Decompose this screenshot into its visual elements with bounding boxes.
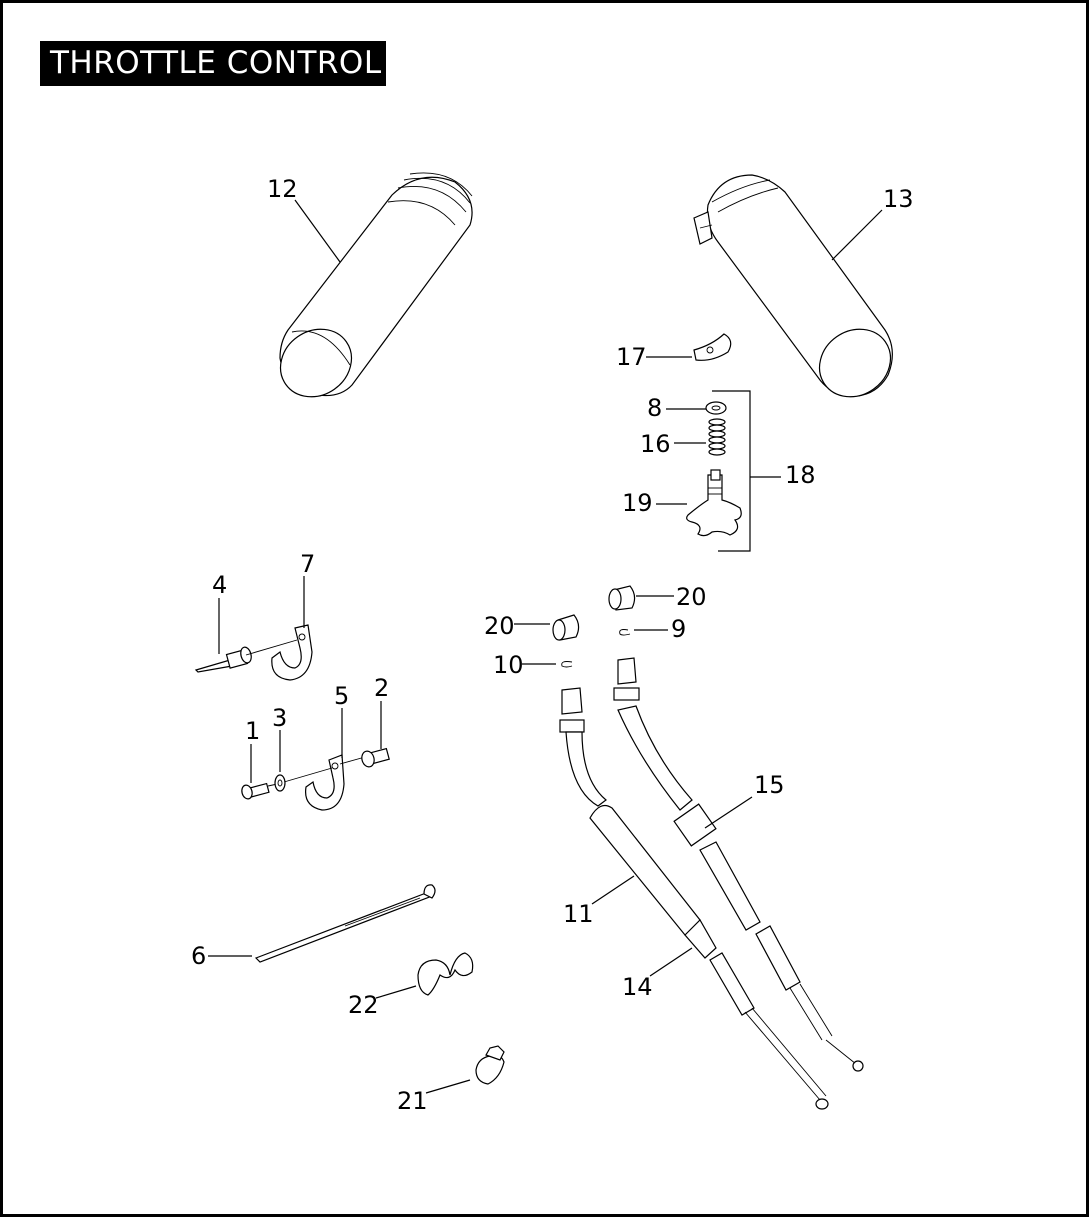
- callout-17: 17: [616, 343, 647, 371]
- cable-cap-right-part: [608, 585, 636, 611]
- throttle-cable-part: [613, 657, 864, 1072]
- adjuster-knob-part: [686, 469, 742, 537]
- callout-12: 12: [267, 175, 298, 203]
- callout-20-left: 20: [484, 612, 515, 640]
- cable-cap-left-part: [552, 614, 580, 641]
- callout-21: 21: [397, 1087, 428, 1115]
- spring-part: [708, 418, 726, 456]
- callout-9: 9: [671, 615, 686, 643]
- callout-22: 22: [348, 991, 379, 1019]
- title-banner: THROTTLE CONTROL: [40, 41, 386, 86]
- callout-15: 15: [754, 771, 785, 799]
- callout-7: 7: [300, 550, 315, 578]
- callout-3: 3: [272, 704, 287, 732]
- callout-8: 8: [647, 394, 662, 422]
- clip-10-part: [561, 661, 573, 668]
- callout-6: 6: [191, 942, 206, 970]
- callout-5: 5: [334, 682, 349, 710]
- double-clip-part: [417, 952, 474, 996]
- cable-clip-lower-part: [283, 754, 366, 811]
- lock-washer-part: [274, 774, 286, 792]
- callout-20-right: 20: [676, 583, 707, 611]
- washer-part: [705, 401, 727, 415]
- rivet-part: [194, 639, 298, 673]
- callout-13: 13: [883, 185, 914, 213]
- idle-cable-part: [559, 687, 829, 1110]
- callout-1: 1: [245, 717, 260, 745]
- ferrule-part: [693, 333, 732, 361]
- callout-2: 2: [374, 674, 389, 702]
- cable-strap-part: [254, 884, 436, 963]
- callout-14: 14: [622, 973, 653, 1001]
- callout-19: 19: [622, 489, 653, 517]
- clip-9-part: [619, 629, 631, 636]
- bracket-18: [712, 390, 751, 552]
- callout-18: 18: [785, 461, 816, 489]
- left-grip-part: [279, 172, 473, 398]
- right-throttle-grip-part: [693, 174, 893, 398]
- nut-part: [361, 747, 390, 768]
- cable-clip-upper-part: [271, 624, 313, 681]
- callout-4: 4: [212, 571, 227, 599]
- page-title: THROTTLE CONTROL: [50, 45, 382, 81]
- callout-10: 10: [493, 651, 524, 679]
- callout-16: 16: [640, 430, 671, 458]
- callout-11: 11: [563, 900, 594, 928]
- hose-clip-part: [475, 1045, 505, 1085]
